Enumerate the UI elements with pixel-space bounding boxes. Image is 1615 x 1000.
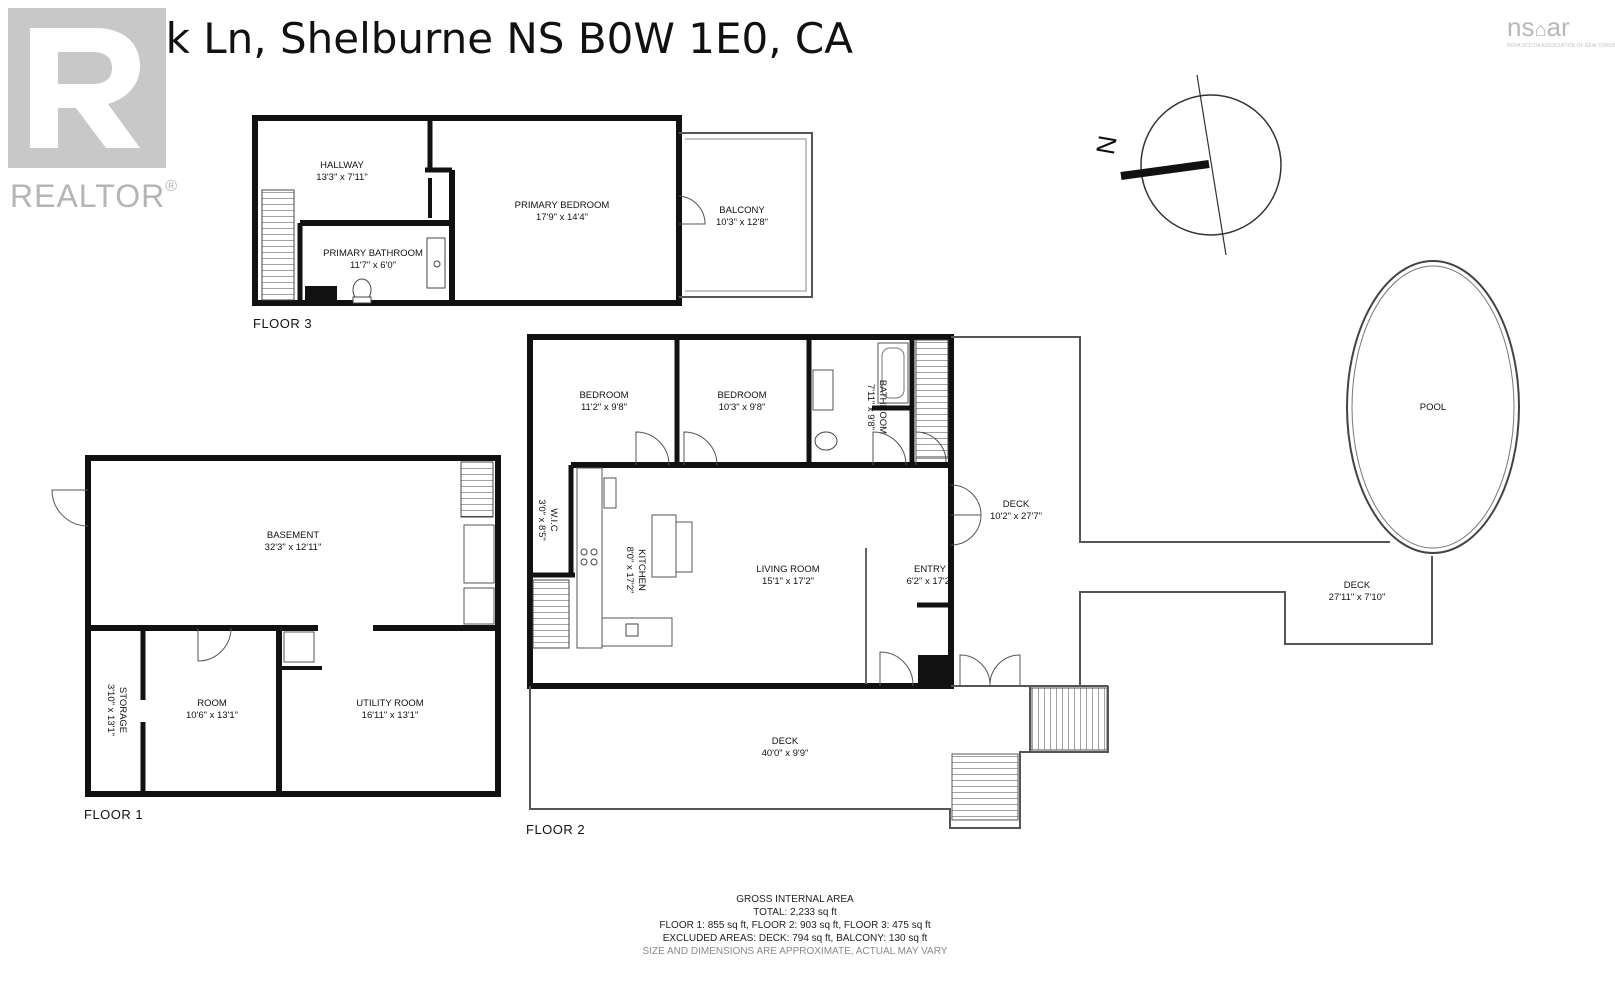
room-size: 3'10" x 13'1" <box>105 683 116 737</box>
summary-total: TOTAL: 2,233 sq ft <box>753 907 837 918</box>
room-name: KITCHEN <box>636 549 647 591</box>
room-name: BASEMENT <box>266 530 320 541</box>
room-entry: ENTRY 6'2" x 17'2" <box>896 564 964 588</box>
room-name: DECK <box>1343 580 1371 591</box>
summary-excluded: EXCLUDED AREAS: DECK: 794 sq ft, BALCONY… <box>662 933 928 944</box>
room-name: DECK <box>1002 499 1030 510</box>
room-size: 7'11" x 9'8" <box>865 383 876 431</box>
room-storage: STORAGE 3'10" x 13'1" <box>104 674 128 746</box>
room-primary-bathroom: PRIMARY BATHROOM 11'7" x 6'0" <box>317 248 429 272</box>
room-size: 10'3" x 12'8" <box>715 217 769 228</box>
room-kitchen: KITCHEN 8'0" x 17'2" <box>623 536 647 604</box>
compass-icon <box>1120 74 1282 256</box>
room-size: 10'2" x 27'7" <box>989 511 1043 522</box>
room-name: BATHROOM <box>877 379 888 435</box>
room-size: 6'2" x 17'2" <box>906 576 954 587</box>
room-name: HALLWAY <box>320 160 364 171</box>
room-size: 15'1" x 17'2" <box>761 576 815 587</box>
property-address: 67 Oak Ln, Shelburne NS B0W 1E0, CA <box>40 14 853 63</box>
floor-1-label: FLOOR 1 <box>84 807 144 822</box>
room-name: ROOM <box>197 698 227 709</box>
room-bedroom-1: BEDROOM 11'2" x 9'8" <box>566 390 642 414</box>
room-name: W.I.C <box>548 508 559 532</box>
room-walk-in-closet: W.I.C 3'0" x 8'5" <box>535 490 559 550</box>
room-name: BEDROOM <box>717 390 767 401</box>
room-bathroom: BATHROOM 7'11" x 9'8" <box>864 371 888 443</box>
room-balcony: BALCONY 10'3" x 12'8" <box>704 205 780 229</box>
room-size: 16'11" x 13'1" <box>361 710 419 721</box>
room-deck-south: DECK 40'0" x 9'9" <box>745 736 825 760</box>
room-room: ROOM 10'6" x 13'1" <box>174 698 250 722</box>
room-name: BEDROOM <box>579 390 629 401</box>
room-size: 32'3" x 12'11" <box>264 542 322 553</box>
room-utility-room: UTILITY ROOM 16'11" x 13'1" <box>348 698 432 722</box>
floor-1-walls <box>51 455 501 797</box>
room-size: 27'11" x 7'10" <box>1328 592 1386 603</box>
room-name: ENTRY <box>913 564 947 575</box>
room-name: DECK <box>771 736 799 747</box>
room-name: LIVING ROOM <box>756 564 820 575</box>
room-hallway: HALLWAY 13'3" x 7'11" <box>300 160 384 184</box>
room-name: POOL <box>1419 402 1447 413</box>
room-name: PRIMARY BATHROOM <box>323 248 423 259</box>
room-deck-east: DECK 10'2" x 27'7" <box>976 499 1056 523</box>
area-summary: GROSS INTERNAL AREA TOTAL: 2,233 sq ft F… <box>585 893 1005 958</box>
room-size: 13'3" x 7'11" <box>316 172 368 183</box>
summary-floors: FLOOR 1: 855 sq ft, FLOOR 2: 903 sq ft, … <box>659 920 931 931</box>
room-size: 11'2" x 9'8" <box>580 402 628 413</box>
floor-2-walls <box>527 260 1520 829</box>
room-size: 10'6" x 13'1" <box>185 710 239 721</box>
nsar-logo: ns⌂ar NOVA SCOTIA ASSOCIATION OF REALTOR… <box>1507 12 1615 49</box>
room-living-room: LIVING ROOM 15'1" x 17'2" <box>748 564 828 588</box>
room-basement: BASEMENT 32'3" x 12'11" <box>250 530 336 554</box>
floor-3-walls <box>252 115 813 306</box>
summary-disclaimer: SIZE AND DIMENSIONS ARE APPROXIMATE, ACT… <box>642 946 948 957</box>
room-name: BALCONY <box>719 205 765 216</box>
realtor-logo: REALTOR® <box>8 8 178 214</box>
room-size: 10'3" x 9'8" <box>718 402 766 413</box>
floor-3-label: FLOOR 3 <box>253 316 313 331</box>
room-name: UTILITY ROOM <box>356 698 424 709</box>
summary-heading: GROSS INTERNAL AREA <box>736 894 854 905</box>
room-name: STORAGE <box>117 686 128 734</box>
room-bedroom-2: BEDROOM 10'3" x 9'8" <box>704 390 780 414</box>
realtor-wordmark: REALTOR® <box>10 178 178 214</box>
room-name: PRIMARY BEDROOM <box>514 200 610 211</box>
room-primary-bedroom: PRIMARY BEDROOM 17'9" x 14'4" <box>506 200 618 224</box>
room-size: 40'0" x 9'9" <box>761 748 809 759</box>
pool: POOL <box>1413 402 1453 414</box>
floor-2-label: FLOOR 2 <box>526 822 586 837</box>
room-size: 8'0" x 17'2" <box>624 546 635 594</box>
room-size: 11'7" x 6'0" <box>349 260 397 271</box>
room-size: 17'9" x 14'4" <box>535 212 589 223</box>
room-deck-pool: DECK 27'11" x 7'10" <box>1312 580 1402 604</box>
room-size: 3'0" x 8'5" <box>536 499 547 541</box>
